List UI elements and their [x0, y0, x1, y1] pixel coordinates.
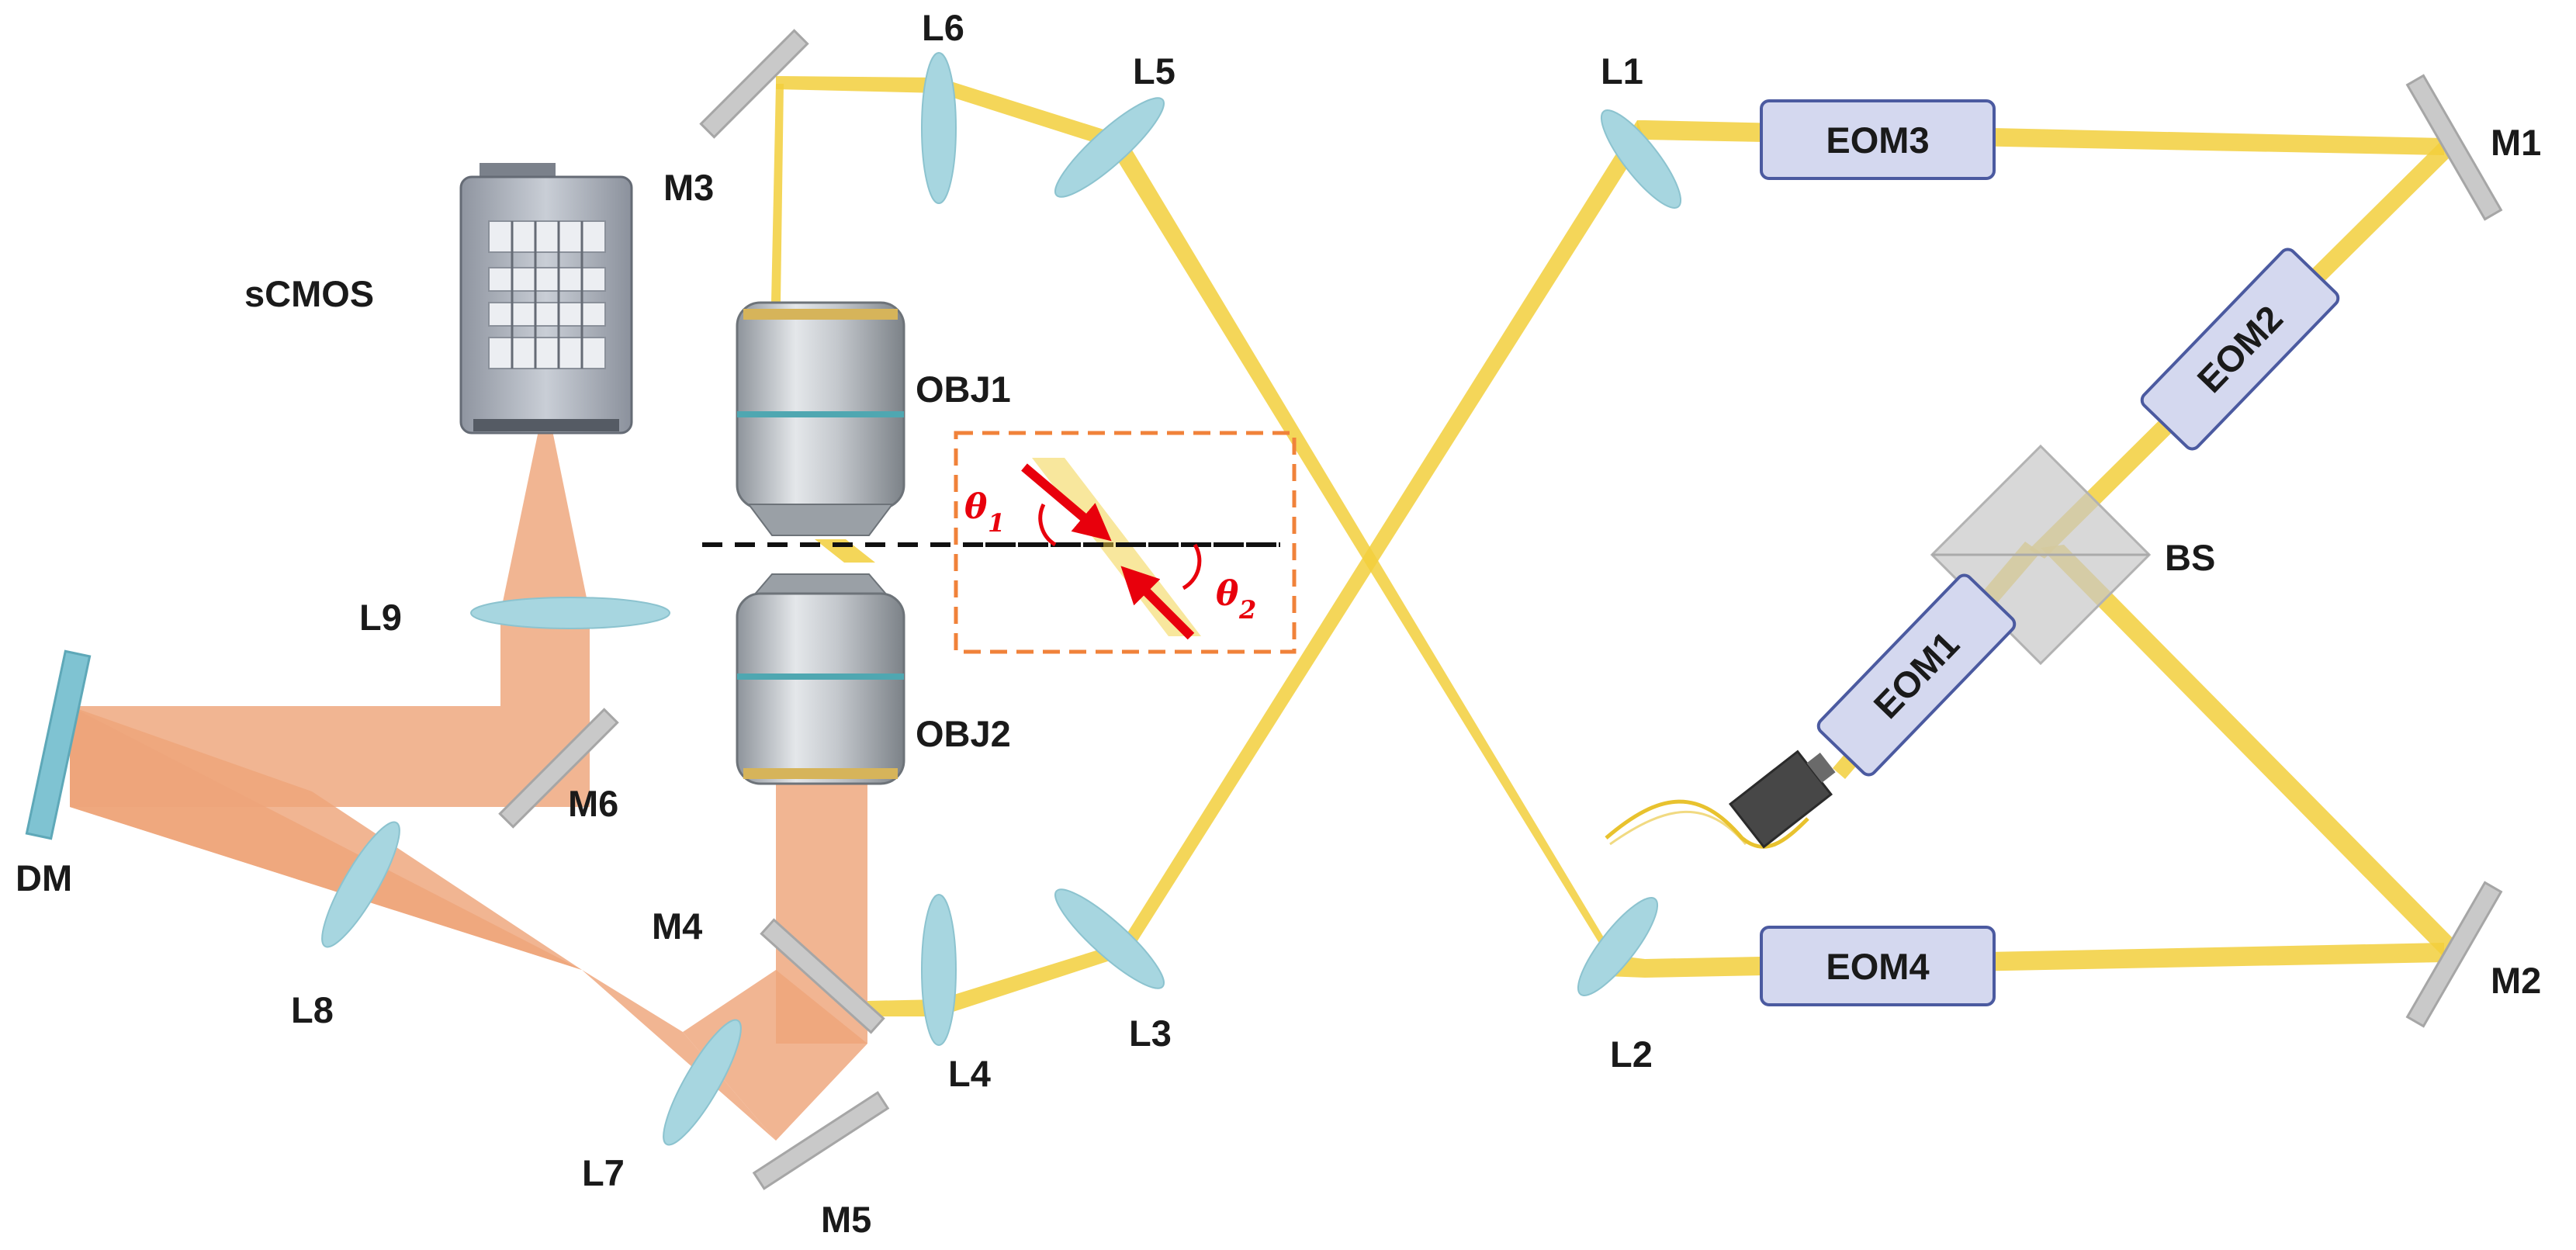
- return-arrow: [1120, 566, 1195, 640]
- lens-l9: [470, 597, 670, 629]
- theta1-arc: [1038, 503, 1057, 547]
- label-obj2: OBJ2: [916, 713, 1011, 754]
- mirrors: [498, 29, 2503, 1190]
- theta2-symbol: θ: [1216, 574, 1239, 614]
- label-l9: L9: [359, 597, 402, 638]
- label-m1: M1: [2491, 122, 2541, 163]
- label-l4: L4: [948, 1053, 991, 1094]
- objective-obj2: [736, 573, 905, 785]
- eom4-label: EOM4: [1826, 946, 1929, 987]
- mirror-m6: [498, 708, 619, 829]
- emission-beam: [70, 431, 867, 1141]
- eom3: EOM3: [1760, 99, 1996, 180]
- eom3-label: EOM3: [1826, 119, 1929, 161]
- mirror-m5: [752, 1091, 890, 1190]
- label-obj1: OBJ1: [916, 369, 1011, 410]
- mirror-m4: [760, 918, 885, 1034]
- mirror-m1: [2405, 74, 2503, 221]
- label-m3: M3: [663, 167, 714, 208]
- label-l8: L8: [291, 989, 334, 1030]
- lens-l1: [1600, 109, 1682, 209]
- label-l5: L5: [1133, 50, 1175, 92]
- lens-l3: [1054, 888, 1165, 989]
- eom2: EOM2: [2140, 248, 2340, 451]
- incident-arrow: [1021, 463, 1112, 542]
- component-labels: L6 L5 M3 sCMOS OBJ1 OBJ2 L9 M6 DM L8 M4 …: [16, 7, 2541, 1240]
- lens-l6: [921, 52, 957, 204]
- lenses: [321, 52, 1682, 1146]
- label-m6: M6: [568, 783, 618, 824]
- objective-obj1: [736, 301, 905, 536]
- theta1-subscript: 1: [988, 508, 1005, 538]
- label-m4: M4: [652, 905, 702, 947]
- label-scmos: sCMOS: [244, 273, 374, 314]
- fiber-cable: [1605, 799, 1809, 849]
- label-dm: DM: [16, 857, 72, 899]
- label-bs: BS: [2165, 537, 2215, 578]
- eom4: EOM4: [1760, 926, 1996, 1006]
- fiber-coupler: [1729, 750, 1836, 849]
- mirror-m3: [699, 29, 809, 139]
- angle-inset: θ 1 θ 2: [954, 431, 1297, 654]
- label-l2: L2: [1610, 1034, 1653, 1075]
- label-m2: M2: [2491, 960, 2541, 1001]
- lens-l5: [1054, 97, 1165, 198]
- theta2-arc: [1182, 543, 1202, 590]
- dichroic-mirror-dm: [25, 649, 92, 840]
- label-l1: L1: [1601, 50, 1643, 92]
- eom1: EOM1: [1816, 573, 2017, 777]
- lens-l2: [1577, 897, 1659, 996]
- lens-l8: [321, 821, 400, 948]
- lens-l7: [663, 1019, 742, 1146]
- label-l6: L6: [922, 7, 964, 48]
- lens-l4: [921, 894, 957, 1046]
- label-l3: L3: [1129, 1013, 1172, 1054]
- label-m5: M5: [821, 1199, 871, 1240]
- label-l7: L7: [582, 1152, 625, 1193]
- theta1-symbol: θ: [964, 487, 988, 527]
- mirror-m2: [2405, 881, 2503, 1028]
- theta2-subscript: 2: [1238, 595, 1256, 625]
- camera-scmos: [459, 163, 633, 435]
